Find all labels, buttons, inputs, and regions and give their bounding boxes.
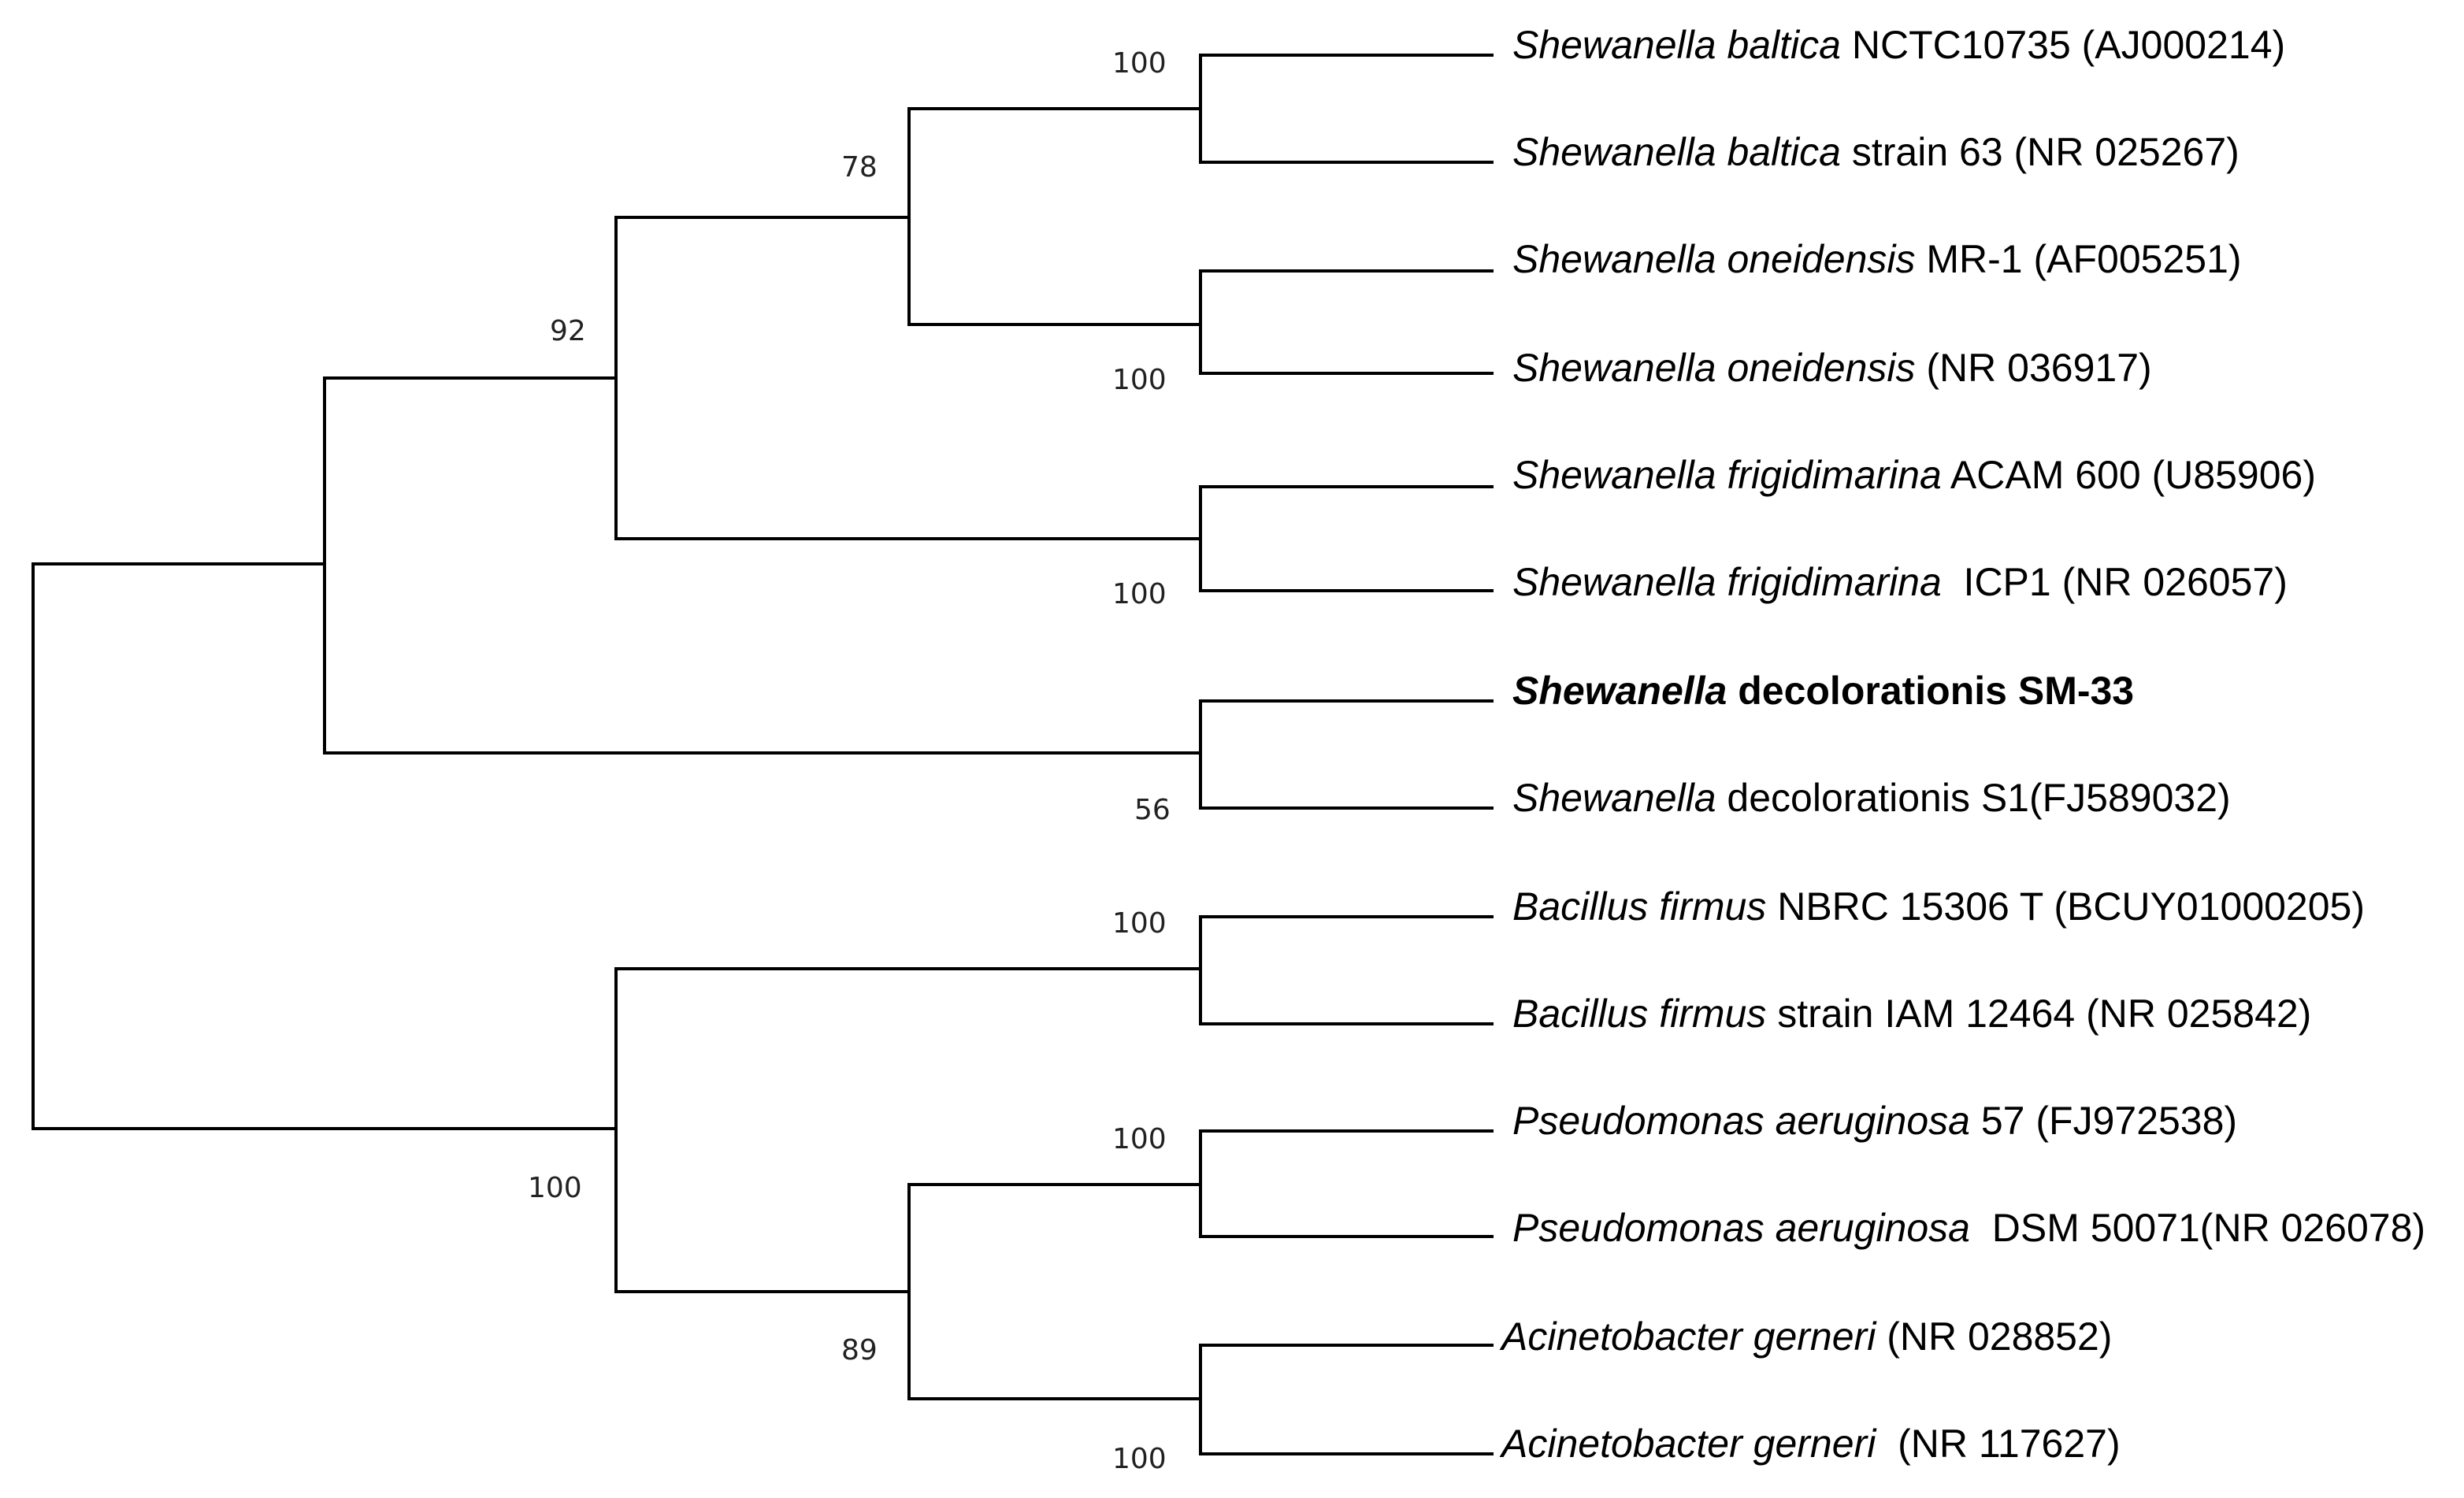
- bootstrap-label: 100: [1112, 907, 1167, 940]
- branch-outgroup-clade: [614, 967, 1202, 1293]
- branch-pseudomonas-pair: [1199, 1129, 1494, 1238]
- bootstrap-label: 100: [1112, 1443, 1167, 1475]
- branch-root: [32, 562, 618, 1130]
- bootstrap-label: 92: [550, 315, 586, 347]
- bootstrap-label: 100: [1112, 364, 1167, 396]
- taxon-label: Acinetobacter gerneri (NR 028852): [1499, 1314, 2112, 1359]
- bootstrap-label: 100: [1112, 1123, 1167, 1155]
- bootstrap-label: 89: [841, 1334, 878, 1366]
- bootstrap-label: 56: [1134, 794, 1171, 826]
- taxon-label: Shewanella frigidimarina ICP1 (NR 026057…: [1512, 560, 2288, 604]
- branch-acinetobacter-pair: [1199, 1344, 1494, 1455]
- taxon-label: Acinetobacter gerneri (NR 117627): [1499, 1422, 2121, 1466]
- taxon-label: Shewanella oneidensis MR-1 (AF005251): [1512, 237, 2242, 281]
- branch-pseudo-acineto: [907, 1183, 1202, 1400]
- taxon-label: Shewanella decolorationis S1(FJ589032): [1512, 776, 2231, 820]
- taxon-label: Shewanella oneidensis (NR 036917): [1512, 346, 2152, 390]
- branch-shewanella-core: [614, 216, 1202, 540]
- taxon-label: Shewanella baltica NCTC10735 (AJ000214): [1512, 23, 2285, 67]
- taxon-label: Bacillus firmus NBRC 15306 T (BCUY010002…: [1512, 884, 2365, 929]
- taxon-label: Shewanella baltica strain 63 (NR 025267): [1512, 130, 2239, 174]
- bootstrap-label: 78: [841, 151, 878, 184]
- branch-frigidimarina-pair: [1199, 485, 1494, 592]
- branch-oneidensis-pair: [1199, 269, 1494, 375]
- branch-shewanella-clade: [323, 376, 1202, 755]
- bootstrap-label: 100: [1112, 578, 1167, 610]
- taxon-label: Pseudomonas aeruginosa 57 (FJ972538): [1512, 1099, 2237, 1143]
- branch-baltica-pair: [1199, 54, 1494, 164]
- taxon-label: Pseudomonas aeruginosa DSM 50071(NR 0260…: [1512, 1206, 2425, 1250]
- taxon-label: Bacillus firmus strain IAM 12464 (NR 025…: [1512, 992, 2311, 1036]
- branch-decolorationis-pair: [1199, 699, 1494, 810]
- branch-baltica-oneidensis: [907, 107, 1202, 326]
- bootstrap-label: 100: [1112, 47, 1167, 80]
- taxon-label: Shewanella frigidimarina ACAM 600 (U8590…: [1512, 453, 2316, 497]
- taxon-label-highlighted: Shewanella decolorationis SM-33: [1512, 669, 2134, 713]
- bootstrap-label: 100: [528, 1172, 582, 1204]
- branch-bacillus-pair: [1199, 915, 1494, 1025]
